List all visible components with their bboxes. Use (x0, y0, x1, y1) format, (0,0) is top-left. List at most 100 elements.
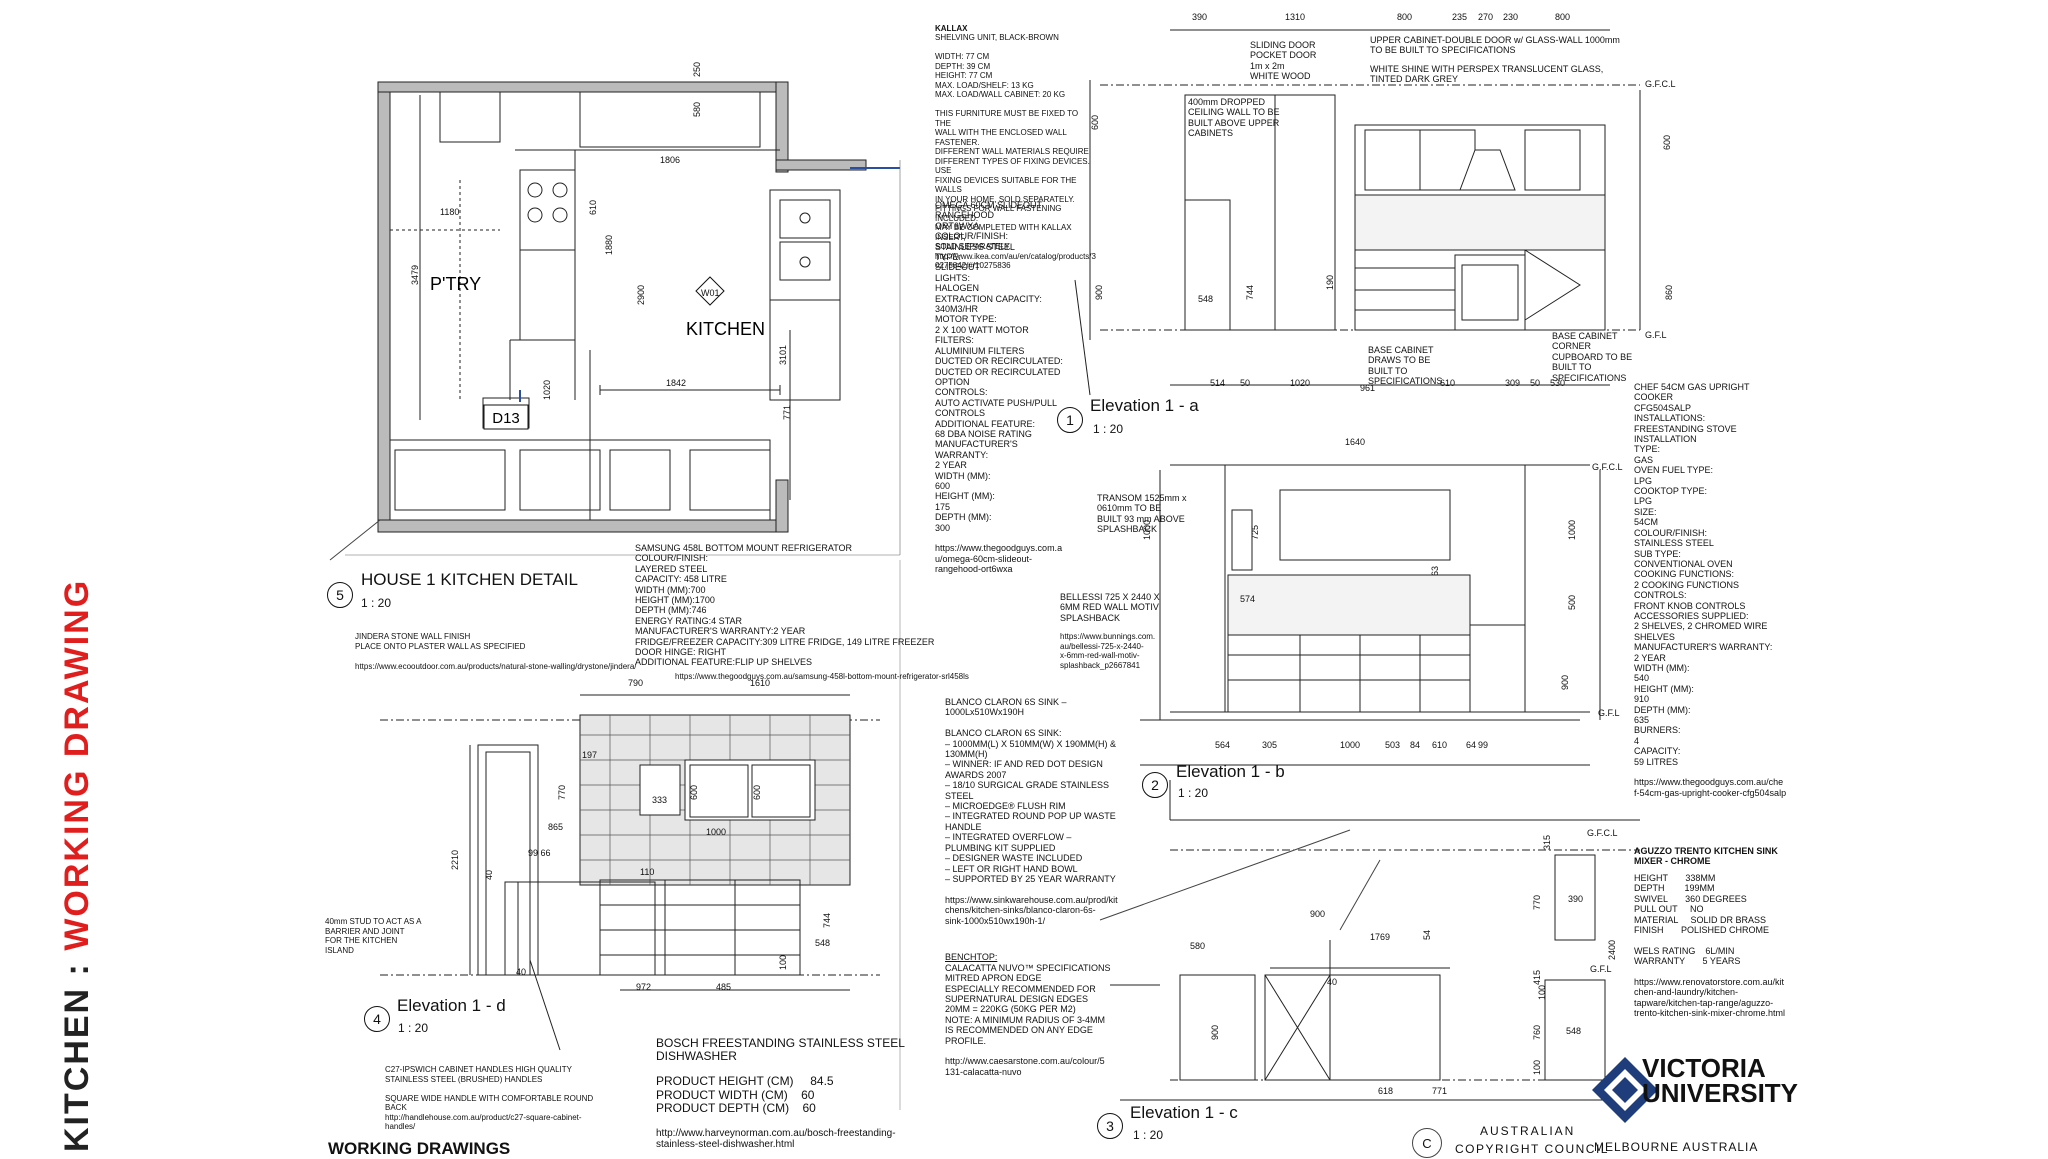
vu-logo-icon (1592, 1057, 1658, 1123)
elev-c-number: 3 (1097, 1113, 1123, 1139)
elev-a-scale: 1 : 20 (1093, 422, 1124, 436)
vu-location: MELBOURNE AUSTRALIA (1594, 1140, 1759, 1154)
elev-d-dimension: 110 (640, 867, 654, 877)
elev-c-dimension: 771 (1432, 1086, 1447, 1096)
elevation-1b-drawing (1140, 464, 1601, 820)
elev-a-bottom-dimension: 530 (1550, 378, 1565, 388)
bellessi-url: https://www.bunnings.com. au/bellessi-72… (1060, 632, 1156, 670)
elev-c-gfl: G.F.L (1590, 964, 1612, 974)
copyright-logo: C (1412, 1128, 1442, 1158)
elev-a-bottom-dimension: 961 (1360, 383, 1375, 393)
bosch-url: http://www.harveynorman.com.au/bosch-fre… (656, 1128, 896, 1150)
plan-scale: 1 : 20 (361, 596, 392, 610)
plan-dimension: 250 (692, 62, 702, 77)
elev-b-dimension: 725 (1250, 525, 1260, 540)
elev-b-dimension: 84 (1410, 740, 1420, 750)
elev-c-dimension: 2400 (1607, 940, 1617, 960)
elev-b-dimension: 99 (1478, 740, 1488, 750)
elev-c-dimension: 618 (1378, 1086, 1393, 1096)
elev-c-title: Elevation 1 - c (1130, 1103, 1238, 1122)
stud-note: 40mm STUD TO ACT AS A BARRIER AND JOINT … (325, 917, 422, 955)
elev-a-number: 1 (1057, 407, 1083, 433)
elev-d-dimension: 600 (752, 785, 762, 800)
base-drawers-note: BASE CABINET DRAWS TO BE BUILT TO SPECIF… (1368, 345, 1443, 387)
elev-c-dimension: 54 (1422, 930, 1432, 940)
elev-b-scale: 1 : 20 (1178, 786, 1209, 800)
elev-a-bottom-dimension: 1020 (1290, 378, 1310, 388)
elev-a-side-dimension: 600 (1662, 135, 1672, 150)
elev-a-side-dimension: 860 (1664, 285, 1674, 300)
bosch-title: BOSCH FREESTANDING STAINLESS STEEL DISHW… (656, 1036, 905, 1063)
elev-a-bottom-dimension: 610 (1440, 378, 1455, 388)
elev-b-dimension: 564 (1215, 740, 1230, 750)
plan-dimension: 771 (782, 405, 792, 420)
elev-d-dimension: 600 (689, 785, 699, 800)
elev-c-dimension: 100 (1532, 1060, 1542, 1075)
elev-c-dimension: 315 (1542, 835, 1552, 850)
elev-c-dimension: 40 (1327, 977, 1337, 987)
corner-cupboard-note: BASE CABINET CORNER CUPBOARD TO BE BUILT… (1552, 331, 1633, 383)
elev-b-title: Elevation 1 - b (1176, 762, 1285, 781)
elev-c-dimension: 1769 (1370, 932, 1390, 942)
elev-c-dimension: 548 (1566, 1026, 1581, 1036)
elev-b-gfl: G.F.L (1598, 708, 1620, 718)
elev-b-dimension: 63 (1430, 566, 1440, 576)
elev-c-dimension: 900 (1310, 909, 1325, 919)
elev-b-dimension: 900 (1560, 675, 1570, 690)
elev-d-dimension: 548 (815, 938, 830, 948)
chef-cooker-note: CHEF 54CM GAS UPRIGHT COOKER CFG504SALP … (1634, 382, 1787, 798)
elev-d-dimension: 197 (582, 750, 597, 760)
elev-b-dimension: 305 (1262, 740, 1277, 750)
elev-d-scale: 1 : 20 (398, 1021, 429, 1035)
plan-dimension: 1020 (542, 380, 552, 400)
elev-a-gfl: G.F.L (1645, 330, 1667, 340)
plan-number: 5 (327, 582, 353, 608)
elevation-1d-drawing (380, 694, 880, 1051)
benchtop-note: BENCHTOP:CALACATTA NUVO™ SPECIFICATIONS … (945, 952, 1111, 1077)
elev-d-dimension: 100 (778, 955, 788, 970)
plan-dimension: 1880 (604, 235, 614, 255)
elev-d-dimension: 40 (516, 967, 526, 977)
plan-title: HOUSE 1 KITCHEN DETAIL (361, 570, 578, 589)
elev-d-dimension: 1000 (706, 827, 726, 837)
elev-d-dimension: 1610 (750, 678, 770, 688)
elev-c-dimension: 100 (1537, 985, 1547, 1000)
copyright-line2: COPYRIGHT COUNCIL (1455, 1142, 1609, 1156)
plan-dimension: 1806 (660, 155, 680, 165)
dimension-labels: 1180347918061880290018423101102077161058… (410, 12, 1674, 1096)
elev-a-gfcl: G.F.C.L (1645, 79, 1676, 89)
elev-c-dimension: 770 (1532, 895, 1542, 910)
elevation-1a-drawing (1074, 29, 1641, 396)
bosch-spec: PRODUCT HEIGHT (CM) 84.5 PRODUCT WIDTH (… (656, 1074, 834, 1115)
elev-a-bottom-dimension: 309 (1505, 378, 1520, 388)
elev-b-gfcl: G.F.C.L (1592, 462, 1623, 472)
elev-a-top-dimension: 1310 (1285, 12, 1305, 22)
elev-d-dimension: 790 (628, 678, 643, 688)
elev-d-dimension: 99 66 (528, 848, 551, 858)
copyright-line1: AUSTRALIAN (1480, 1124, 1576, 1138)
dropped-ceiling-note: 400mm DROPPED CEILING WALL TO BE BUILT A… (1188, 97, 1280, 139)
bellessi-note: BELLESSI 725 X 2440 X 6MM RED WALL MOTIV… (1060, 592, 1160, 623)
elev-b-dimension: 1000 (1340, 740, 1360, 750)
elev-a-bottom-dimension: 514 (1210, 378, 1225, 388)
jindera-url: https://www.ecooutdoor.com.au/products/n… (355, 662, 637, 671)
elev-a-top-dimension: 235 (1452, 12, 1467, 22)
elev-d-number: 4 (364, 1006, 390, 1032)
omega-rangehood-note: OMEGA 60CM SLIDEOUT RANGEHOOD ORT6WXA CO… (935, 200, 1063, 575)
elev-a-side-dimension: 744 (1245, 285, 1255, 300)
aguzzo-title: AGUZZO TRENTO KITCHEN SINK MIXER - CHROM… (1634, 846, 1778, 867)
elev-a-side-dimension: 190 (1325, 275, 1335, 290)
elev-a-bottom-dimension: 50 (1530, 378, 1540, 388)
elev-a-top-dimension: 270 (1478, 12, 1493, 22)
elev-c-gfcl: G.F.C.L (1587, 828, 1618, 838)
elev-b-dimension: 503 (1385, 740, 1400, 750)
elev-d-dimension: 333 (652, 795, 667, 805)
elev-d-dimension: 744 (822, 913, 832, 928)
elevation-1c-drawing (1110, 819, 1640, 1101)
elev-a-side-dimension: 900 (1094, 285, 1104, 300)
elev-b-dimension: 1000 (1567, 520, 1577, 540)
elev-d-dimension: 972 (636, 982, 651, 992)
elev-a-title: Elevation 1 - a (1090, 396, 1199, 415)
